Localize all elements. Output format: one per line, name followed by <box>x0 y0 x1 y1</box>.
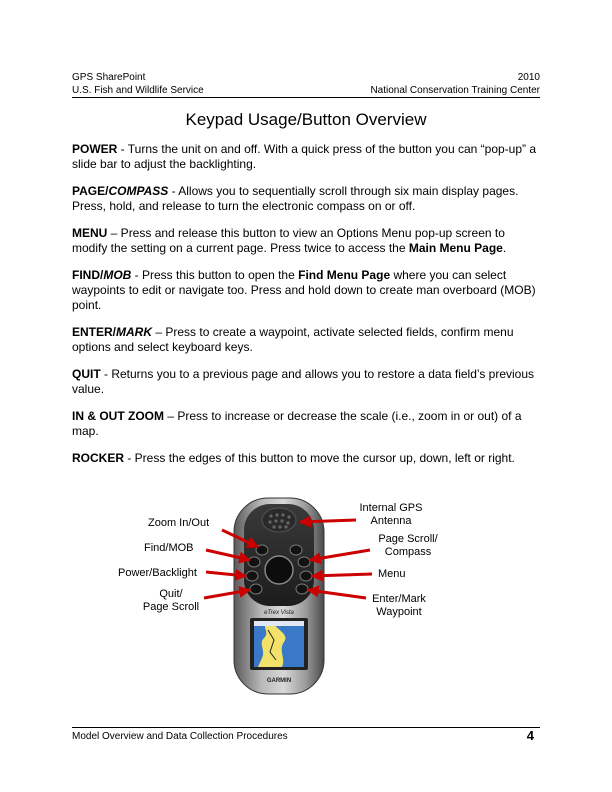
term-power: POWER <box>72 142 118 156</box>
header-center: National Conservation Training Center <box>370 85 540 96</box>
gps-button-diagram: eTrex Vista GARMIN Zoom In/Out Find <box>0 490 612 700</box>
desc-find-1: - Press this button to open the <box>131 268 299 282</box>
page-number: 4 <box>526 728 534 743</box>
arrow-find <box>205 548 252 564</box>
definition-enter: ENTER/MARK – Press to create a waypoint,… <box>72 325 542 355</box>
definition-zoom: IN & OUT ZOOM – Press to increase or dec… <box>72 409 542 439</box>
callout-antenna-line2: Antenna <box>370 515 412 527</box>
button-definitions: POWER - Turns the unit on and off. With … <box>72 142 542 478</box>
callout-quit-line1: Quit/ <box>159 588 183 600</box>
header-right: 2010 National Conservation Training Cent… <box>370 71 540 97</box>
callout-antenna: Internal GPS Antenna <box>356 502 426 528</box>
antenna-grille <box>261 507 297 533</box>
definition-page: PAGE/COMPASS - Allows you to sequentiall… <box>72 184 542 214</box>
definition-quit: QUIT - Returns you to a previous page an… <box>72 367 542 397</box>
callout-enter-line2: Waypoint <box>376 606 422 618</box>
callout-quit: Quit/ Page Scroll <box>138 588 204 614</box>
callout-zoom: Zoom In/Out <box>148 517 210 529</box>
device-brand-label: GARMIN <box>267 678 291 684</box>
header-agency: U.S. Fish and Wildlife Service <box>72 85 204 96</box>
desc-zoom: – Press to increase or decrease the scal… <box>72 409 522 438</box>
callout-page: Page Scroll/ Compass <box>372 533 444 559</box>
desc-menu-2: . <box>502 241 507 255</box>
term-rocker: ROCKER <box>72 451 125 465</box>
term-compass: COMPASS <box>108 184 169 198</box>
callout-menu: Menu <box>378 568 406 580</box>
definition-find: FIND/MOB - Press this button to open the… <box>72 268 542 313</box>
term-mark: MARK <box>116 325 153 339</box>
term-zoom: IN & OUT ZOOM <box>72 409 164 423</box>
definition-rocker: ROCKER - Press the edges of this button … <box>72 451 542 466</box>
footer-rule <box>72 727 540 728</box>
footer-document-title: Model Overview and Data Collection Proce… <box>72 731 288 742</box>
callout-antenna-line1: Internal GPS <box>359 502 423 514</box>
definition-menu: MENU – Press and release this button to … <box>72 226 542 256</box>
device-screen <box>250 618 308 670</box>
header-year: 2010 <box>517 72 540 83</box>
callout-enter-line1: Enter/Mark <box>372 593 426 605</box>
arrow-power <box>205 568 248 581</box>
keypad <box>245 544 313 595</box>
desc-power: - Turns the unit on and off. With a quic… <box>72 142 537 171</box>
arrow-antenna <box>298 515 357 528</box>
header-left: GPS SharePoint U.S. Fish and Wildlife Se… <box>72 71 204 97</box>
header-rule <box>72 97 540 98</box>
term-mob: MOB <box>103 268 132 282</box>
callout-quit-line2: Page Scroll <box>142 601 200 613</box>
term-page: PAGE/ <box>72 184 109 198</box>
callout-power: Power/Backlight <box>118 567 197 579</box>
desc-quit: - Returns you to a previous page and all… <box>72 367 535 396</box>
desc-find-2: where you can select waypoints to edit o… <box>72 268 536 312</box>
arrow-quit <box>203 585 252 600</box>
device-model-label: eTrex Vista <box>264 610 294 616</box>
gps-device-illustration: eTrex Vista GARMIN <box>203 497 373 695</box>
term-quit: QUIT <box>72 367 101 381</box>
desc-find-bold: Find Menu Page <box>298 268 391 282</box>
desc-menu-bold: Main Menu Page <box>408 241 503 255</box>
definition-power: POWER - Turns the unit on and off. With … <box>72 142 542 172</box>
header-program: GPS SharePoint <box>72 72 146 83</box>
callout-page-line1: Page Scroll/ <box>378 533 438 545</box>
desc-rocker: - Press the edges of this button to move… <box>124 451 515 465</box>
term-menu: MENU <box>72 226 108 240</box>
arrow-zoom <box>221 528 260 549</box>
rocker-button <box>264 555 294 585</box>
gps-device: eTrex Vista GARMIN <box>233 497 325 695</box>
term-enter: ENTER/ <box>72 325 117 339</box>
desc-menu-1: – Press and release this button to view … <box>72 226 505 255</box>
callout-enter: Enter/Mark Waypoint <box>366 593 432 619</box>
desc-page: - Allows you to sequentially scroll thro… <box>72 184 519 213</box>
arrow-menu <box>310 569 373 582</box>
page-title: Keypad Usage/Button Overview <box>185 110 427 129</box>
callout-find: Find/MOB <box>144 542 194 554</box>
callout-arrows <box>203 515 373 600</box>
arrow-page <box>308 548 371 565</box>
callout-page-line2: Compass <box>384 546 432 558</box>
desc-enter: – Press to create a waypoint, activate s… <box>72 325 514 354</box>
term-find: FIND/ <box>72 268 104 282</box>
arrow-enter <box>306 585 367 600</box>
